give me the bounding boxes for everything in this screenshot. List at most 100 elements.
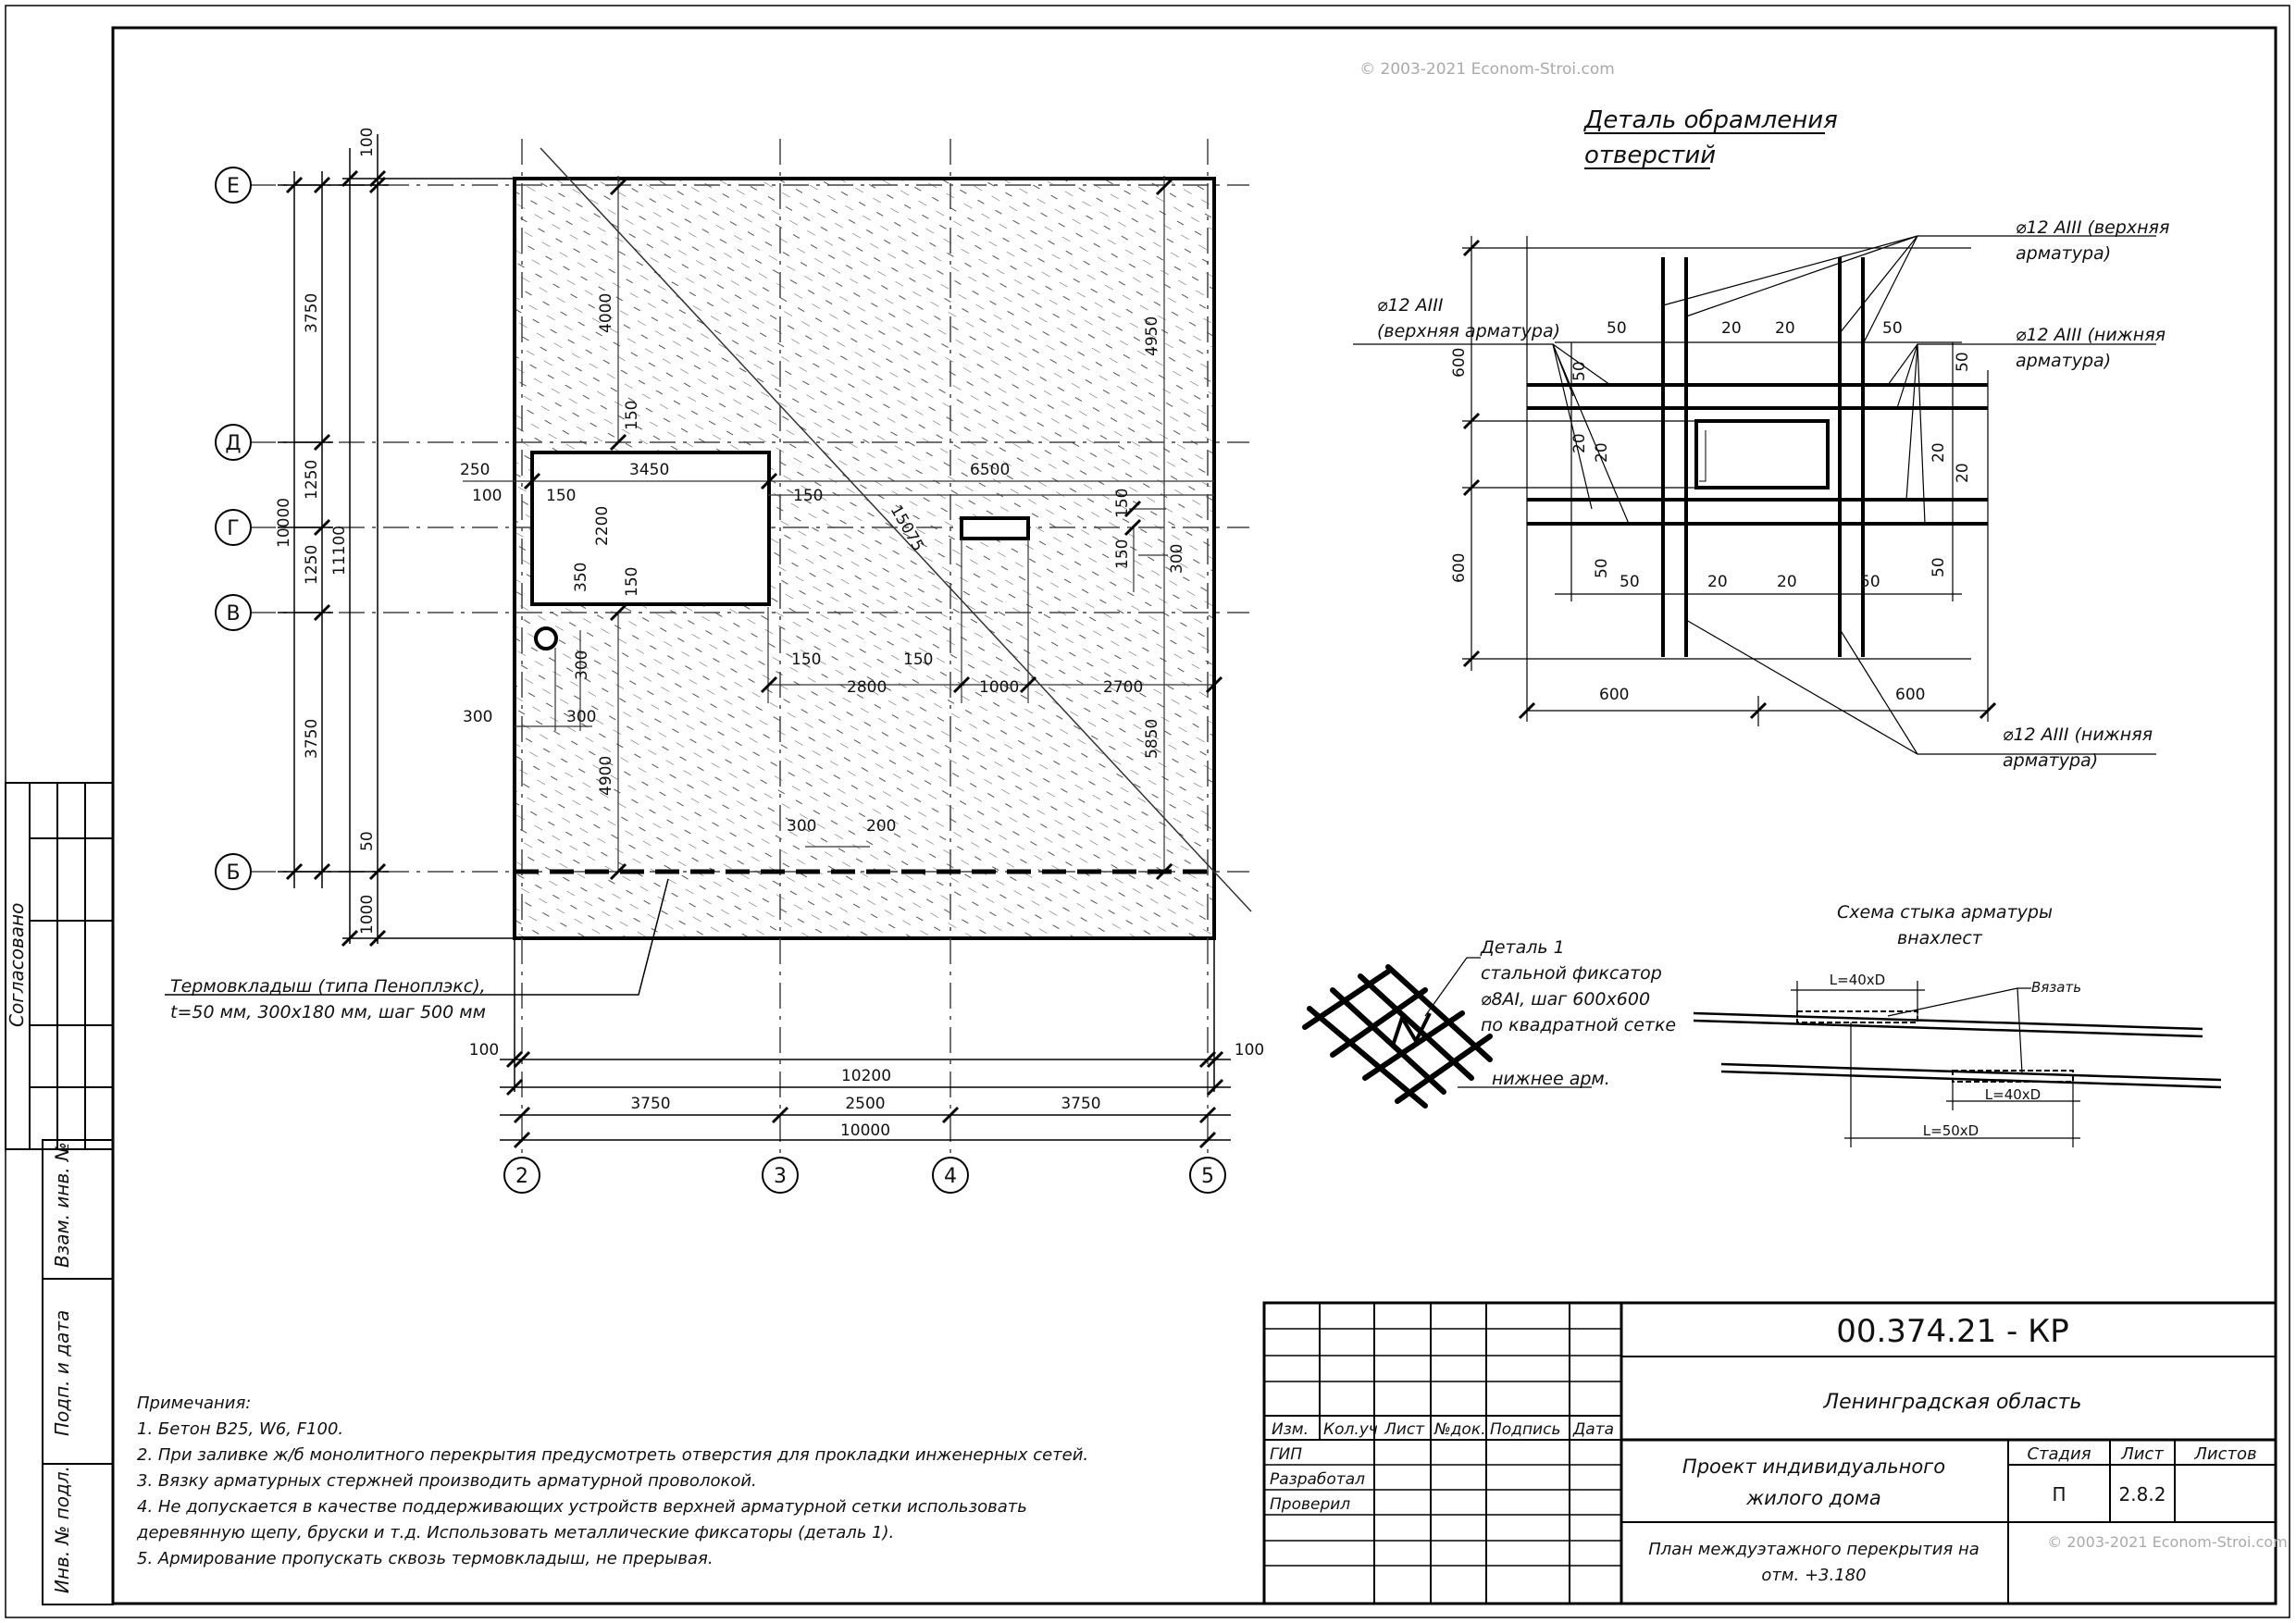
dim-150b: 150 bbox=[546, 487, 576, 505]
axis-row-b: Б bbox=[226, 861, 240, 885]
axis-row-g: Г bbox=[227, 517, 239, 540]
do-r-20a: 20 bbox=[1930, 442, 1948, 463]
dim-5850: 5850 bbox=[1143, 719, 1161, 759]
axis-col-5: 5 bbox=[1201, 1165, 1214, 1188]
dim-150e: 150 bbox=[1113, 539, 1132, 569]
tb-role-dev: Разработал bbox=[1270, 1470, 1365, 1489]
tb-col-doc: №док. bbox=[1433, 1420, 1486, 1439]
do-l-20b: 20 bbox=[1593, 442, 1611, 463]
bottom-dim-100-left: 100 bbox=[469, 1041, 499, 1059]
side-agreed: Согласовано bbox=[6, 903, 28, 1027]
detail-label-mid-right1: ⌀12 АIII (нижняя bbox=[2016, 325, 2166, 345]
slab-plan: 4000 4950 150 3450 6500 250 100 150 2200… bbox=[165, 139, 1252, 1157]
bottom-dim-3750b: 3750 bbox=[1061, 1095, 1100, 1113]
tb-role-gip: ГИП bbox=[1270, 1445, 1302, 1464]
left-dim-1250b: 1250 bbox=[303, 545, 321, 585]
lap-l1: L=40xD bbox=[1830, 972, 1885, 988]
dim-150f: 150 bbox=[623, 567, 641, 597]
do-bot-50b: 50 bbox=[1860, 573, 1880, 591]
side-inv-replace: Взам. инв. № bbox=[51, 1142, 73, 1268]
watermark-stamp: © 2003-2021 Econom-Stroi.com bbox=[2047, 1533, 2288, 1551]
left-dim-3750b: 3750 bbox=[303, 719, 321, 759]
do-r-50b: 50 bbox=[1930, 557, 1948, 577]
do-h-600b: 600 bbox=[1895, 686, 1925, 704]
do-top-50b: 50 bbox=[1882, 319, 1903, 338]
title-block-text: 00.374.21 - КР Ленинградская область Про… bbox=[1270, 1313, 2288, 1585]
tb-project-2: жилого дома bbox=[1745, 1487, 1880, 1509]
dim-150h: 150 bbox=[903, 650, 933, 669]
do-top-20b: 20 bbox=[1775, 319, 1795, 338]
tb-hdr-sheets: Листов bbox=[2193, 1444, 2256, 1464]
dim-1000: 1000 bbox=[979, 678, 1019, 697]
tb-col-date: Дата bbox=[1572, 1420, 1614, 1439]
axis-col-3: 3 bbox=[774, 1165, 787, 1188]
lap-title1: Схема стыка арматуры bbox=[1837, 902, 2053, 923]
left-dim-50: 50 bbox=[358, 831, 377, 851]
detail-label-top-right1: ⌀12 АIII (верхняя bbox=[2016, 217, 2169, 238]
notes: Примечания: 1. Бетон В25, W6, F100. 2. П… bbox=[136, 1394, 1088, 1568]
note-4b: деревянную щепу, бруски и т.д. Использов… bbox=[136, 1523, 894, 1542]
detail1-line1: Деталь 1 bbox=[1480, 937, 1565, 958]
tb-hdr-stage: Стадия bbox=[2027, 1444, 2091, 1464]
left-dim-3750a: 3750 bbox=[303, 293, 321, 333]
dim-250: 250 bbox=[460, 461, 490, 479]
lap-title2: внахлест bbox=[1897, 928, 1983, 948]
dim-4000: 4000 bbox=[597, 293, 615, 333]
detail1-line3: ⌀8АI, шаг 600х600 bbox=[1481, 989, 1650, 1010]
side-sign-date: Подп. и дата bbox=[51, 1310, 73, 1436]
detail-openings-title2: отверстий bbox=[1584, 142, 1716, 169]
bottom-dim-2500: 2500 bbox=[845, 1095, 885, 1113]
do-v-600a: 600 bbox=[1450, 348, 1469, 378]
note-5: 5. Армирование пропускать сквозь термовк… bbox=[137, 1549, 714, 1568]
do-bot-20a: 20 bbox=[1707, 573, 1728, 591]
dim-300d: 300 bbox=[566, 708, 596, 726]
tb-role-check: Проверил bbox=[1270, 1495, 1350, 1514]
detail1-lower: нижнее арм. bbox=[1492, 1069, 1610, 1089]
do-l-50b: 50 bbox=[1593, 558, 1611, 578]
dim-3450: 3450 bbox=[629, 461, 669, 479]
tb-project-1: Проект индивидуального bbox=[1682, 1456, 1945, 1478]
note-2: 2. При заливке ж/б монолитного перекрыти… bbox=[137, 1445, 1088, 1465]
do-r-20b: 20 bbox=[1954, 463, 1972, 483]
opening-large bbox=[530, 451, 771, 606]
do-top-50a: 50 bbox=[1607, 319, 1627, 338]
dim-100: 100 bbox=[472, 487, 502, 505]
tb-col-izm: Изм. bbox=[1272, 1420, 1309, 1439]
detail-label-bot-right1: ⌀12 АIII (нижняя bbox=[2003, 725, 2153, 745]
bottom-dim-10000: 10000 bbox=[840, 1121, 890, 1140]
lap-l2: L=40xD bbox=[1985, 1086, 2041, 1103]
do-v-600b: 600 bbox=[1450, 553, 1469, 583]
tb-col-list: Лист bbox=[1384, 1420, 1425, 1439]
detail-label-top-right2: арматура) bbox=[2016, 243, 2111, 264]
tb-col-kol: Кол.уч bbox=[1323, 1420, 1378, 1439]
note-1: 1. Бетон В25, W6, F100. bbox=[137, 1419, 343, 1439]
do-bot-50a: 50 bbox=[1620, 573, 1640, 591]
detail-openings-title1: Деталь обрамления bbox=[1583, 106, 1838, 134]
tb-region: Ленинградская область bbox=[1823, 1391, 2082, 1414]
detail-label-left2: (верхняя арматура) bbox=[1377, 321, 1560, 341]
tb-sheet: 2.8.2 bbox=[2119, 1483, 2166, 1505]
dim-150d: 150 bbox=[1113, 489, 1132, 518]
tb-col-sign: Подпись bbox=[1490, 1420, 1560, 1439]
dim-300a: 300 bbox=[1168, 544, 1186, 574]
dim-4950: 4950 bbox=[1143, 316, 1161, 356]
detail-fixator: Деталь 1 стальной фиксатор ⌀8АI, шаг 600… bbox=[1302, 937, 1676, 1109]
dim-300e: 300 bbox=[787, 817, 816, 836]
do-l-20a: 20 bbox=[1570, 433, 1589, 453]
side-inv-orig: Инв. № подл. bbox=[51, 1466, 73, 1593]
do-top-20a: 20 bbox=[1721, 319, 1742, 338]
detail-openings: Деталь обрамления отверстий bbox=[1353, 106, 2169, 771]
axis-rows bbox=[215, 167, 252, 890]
axis-col-2: 2 bbox=[515, 1165, 528, 1188]
left-dim-10000: 10000 bbox=[275, 498, 293, 548]
bottom-dim-100-right: 100 bbox=[1235, 1041, 1264, 1059]
notes-title: Примечания: bbox=[137, 1394, 251, 1413]
dim-350: 350 bbox=[572, 563, 590, 592]
bottom-dim-3750a: 3750 bbox=[630, 1095, 670, 1113]
dim-6500: 6500 bbox=[970, 461, 1010, 479]
detail-label-bot-right2: арматура) bbox=[2003, 750, 2098, 771]
axis-col-4: 4 bbox=[944, 1165, 957, 1188]
title-block bbox=[1262, 1301, 2277, 1605]
dim-2800: 2800 bbox=[847, 678, 887, 697]
